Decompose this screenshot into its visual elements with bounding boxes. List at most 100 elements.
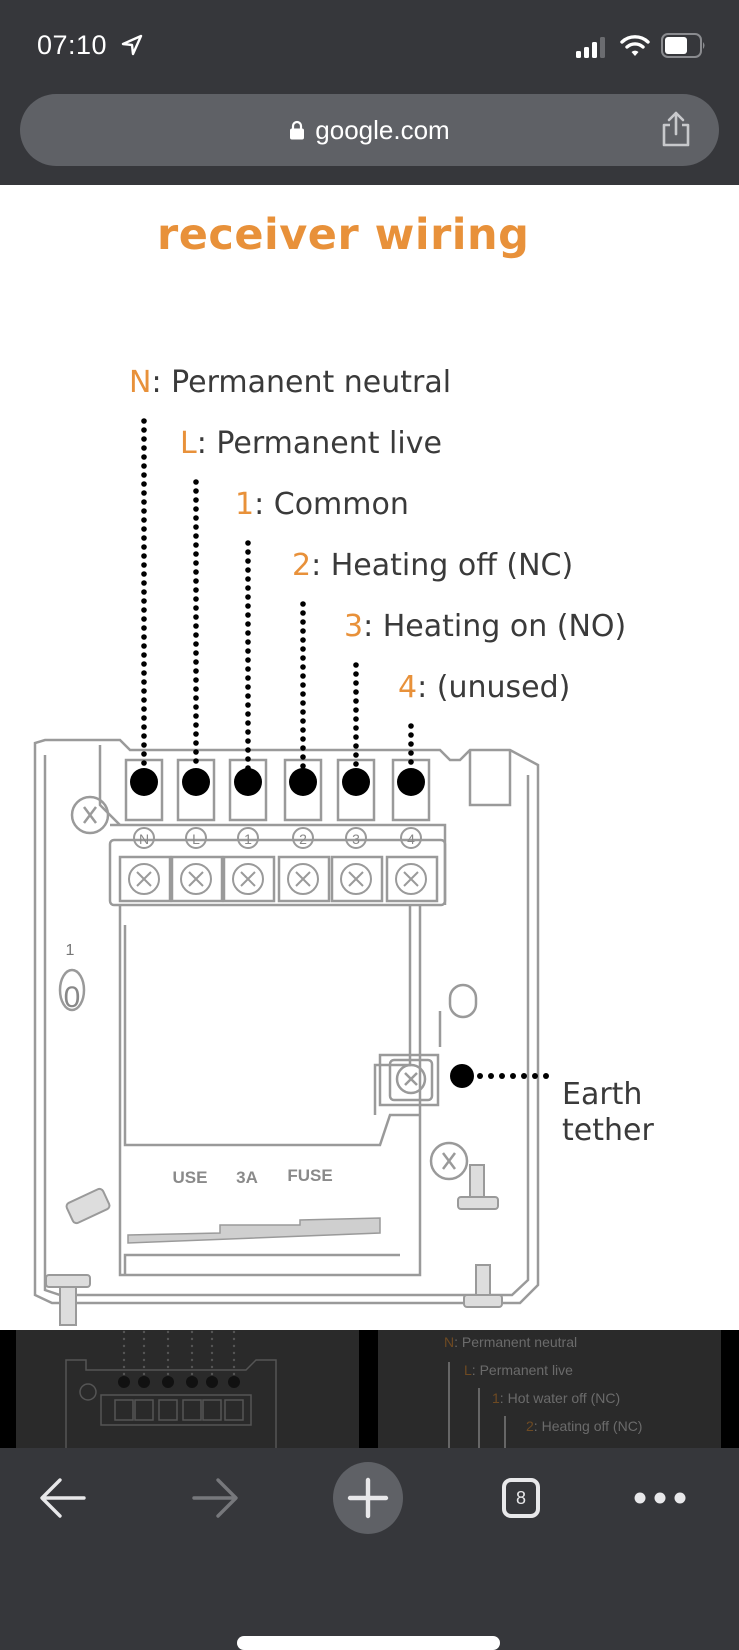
side-mark-zero: 0 bbox=[64, 981, 81, 1014]
wire-dot bbox=[141, 445, 147, 451]
wire-sep: : bbox=[254, 487, 274, 522]
thumb-terminal bbox=[158, 1399, 178, 1421]
wire-dot bbox=[193, 596, 199, 602]
lock-icon bbox=[290, 120, 305, 140]
wire-dot bbox=[353, 680, 359, 686]
thumbnail-right[interactable]: N: Permanent neutral L: Permanent live 1… bbox=[378, 1330, 721, 1448]
wire-dot bbox=[300, 709, 306, 715]
terminal-screw bbox=[287, 863, 319, 895]
wire-dot bbox=[193, 497, 199, 503]
wire-dot bbox=[245, 711, 251, 717]
thumb-wire-dot bbox=[166, 1358, 170, 1362]
wire-dot bbox=[193, 668, 199, 674]
terminal-connection-dot bbox=[342, 768, 370, 796]
wire-dot bbox=[141, 634, 147, 640]
wire-dot bbox=[193, 731, 199, 737]
thumb-wire-dot bbox=[166, 1365, 170, 1369]
wire-code: 3 bbox=[344, 609, 364, 644]
wire-dot bbox=[141, 580, 147, 586]
thumbnail-left-diagram bbox=[65, 1330, 277, 1448]
wire-dot bbox=[141, 697, 147, 703]
wire-dot bbox=[141, 733, 147, 739]
terminal-screw bbox=[340, 863, 372, 895]
wire-dot bbox=[141, 625, 147, 631]
new-tab-button[interactable] bbox=[333, 1462, 403, 1534]
wire-dot bbox=[300, 682, 306, 688]
thumb-desc: Permanent neutral bbox=[461, 1334, 578, 1350]
back-button[interactable] bbox=[28, 1468, 98, 1528]
earth-screw bbox=[395, 1063, 427, 1095]
thumb-wire-dot bbox=[190, 1344, 194, 1348]
wire-dot bbox=[245, 603, 251, 609]
wire-dot bbox=[141, 526, 147, 532]
wire-dot bbox=[141, 760, 147, 766]
terminal-mark-circle bbox=[292, 827, 314, 849]
thumb-connection-dot bbox=[138, 1376, 150, 1388]
wire-dot bbox=[141, 661, 147, 667]
thumb-wire-dot bbox=[166, 1351, 170, 1355]
wire-dot bbox=[193, 695, 199, 701]
thumb-wire-dot bbox=[142, 1344, 146, 1348]
thumb-wire-dot bbox=[190, 1337, 194, 1341]
thumb-code: N bbox=[444, 1334, 455, 1350]
wire-dot bbox=[193, 551, 199, 557]
wire-dot bbox=[193, 686, 199, 692]
thumb-wire-dot bbox=[232, 1358, 236, 1362]
thumb-connection-dot bbox=[186, 1376, 198, 1388]
wire-dot bbox=[193, 578, 199, 584]
tabs-button[interactable]: 8 bbox=[486, 1468, 556, 1528]
thumb-wire-dot bbox=[210, 1358, 214, 1362]
screw-cross bbox=[136, 871, 152, 887]
thumb-sep: : bbox=[454, 1334, 462, 1350]
thumb-wire-dot bbox=[166, 1344, 170, 1348]
terminal-mark-circle bbox=[345, 827, 367, 849]
wire-dot bbox=[193, 623, 199, 629]
wire-dot bbox=[193, 749, 199, 755]
wire-code: N bbox=[129, 365, 152, 400]
wire-dot bbox=[245, 612, 251, 618]
wire-sep: : bbox=[363, 609, 383, 644]
wifi-icon bbox=[620, 35, 650, 56]
wire-dot bbox=[141, 553, 147, 559]
thumb-wire-dot bbox=[122, 1337, 126, 1341]
cellular-signal-icon bbox=[576, 37, 605, 58]
share-icon[interactable] bbox=[661, 110, 691, 148]
thumb-wire-dot bbox=[210, 1365, 214, 1369]
wire-code: L bbox=[180, 426, 197, 461]
wire-dot bbox=[193, 488, 199, 494]
wire-dot bbox=[353, 689, 359, 695]
wire-dot bbox=[193, 533, 199, 539]
thumbnail-left[interactable] bbox=[16, 1330, 359, 1448]
terminal-screw-block bbox=[385, 855, 439, 903]
thumb-wire-dot bbox=[166, 1372, 170, 1376]
thumb-connection-dot bbox=[206, 1376, 218, 1388]
more-button[interactable] bbox=[625, 1468, 695, 1528]
wire-leader-2 bbox=[300, 601, 306, 769]
battery-icon bbox=[661, 33, 705, 58]
terminal-mark-L: L bbox=[192, 831, 200, 847]
forward-button[interactable] bbox=[180, 1468, 250, 1528]
wire-dot bbox=[141, 706, 147, 712]
terminal-slot bbox=[124, 758, 164, 822]
wire-dot bbox=[193, 614, 199, 620]
wire-dot bbox=[300, 601, 306, 607]
thumb-wire-dot bbox=[210, 1351, 214, 1355]
thumb-wire-dot bbox=[232, 1351, 236, 1355]
terminal-connection-dot bbox=[397, 768, 425, 796]
wire-dot bbox=[300, 745, 306, 751]
thumb-wire-dot bbox=[122, 1358, 126, 1362]
thumb-terminal bbox=[202, 1399, 222, 1421]
thumb-code: 2 bbox=[526, 1418, 534, 1434]
address-bar[interactable]: google.com bbox=[20, 94, 719, 166]
home-indicator[interactable] bbox=[237, 1636, 500, 1650]
earth-tether-label: Earth tether bbox=[562, 1077, 682, 1149]
terminal-mark-N: N bbox=[139, 831, 149, 847]
thumb-terminal bbox=[182, 1399, 202, 1421]
wire-dot bbox=[193, 506, 199, 512]
wire-dot bbox=[245, 675, 251, 681]
wire-code: 2 bbox=[292, 548, 312, 583]
terminal-mark-1: 1 bbox=[244, 831, 252, 847]
wire-dot bbox=[245, 621, 251, 627]
wire-dot bbox=[141, 490, 147, 496]
